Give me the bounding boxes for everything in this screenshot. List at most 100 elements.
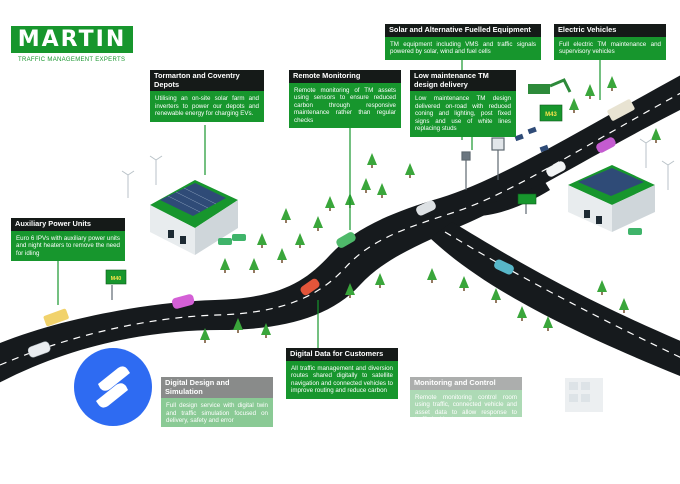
car-purple [596,137,616,153]
monitoring-screens [565,378,603,412]
tree [295,233,305,245]
tree-trunk [261,245,263,248]
card-monitoring-control-title: Monitoring and Control [410,377,522,390]
car-green [336,232,356,248]
simulation-logo-icon [74,348,152,426]
card-auxiliary-power: Auxiliary Power Units Euro 6 IPVs with a… [11,218,125,262]
tree-trunk [299,245,301,248]
tree-trunk [655,140,657,143]
card-auxiliary-power-title: Auxiliary Power Units [11,218,125,231]
tree [543,316,553,328]
tree [585,84,595,96]
card-solar-equipment: Solar and Alternative Fuelled Equipment … [385,24,541,60]
tree-trunk [623,310,625,313]
ev-charging-car-1 [218,238,232,245]
car-white-left [27,341,51,358]
card-remote-monitoring: Remote Monitoring Remote monitoring of T… [289,70,401,129]
tree-trunk [431,280,433,283]
tree [405,163,415,175]
tree [427,268,437,280]
trees [200,76,661,343]
excavator [528,78,572,94]
van-yellow [43,308,69,327]
tree [651,128,661,140]
card-monitoring-control-body: Remote monitoring control room using tra… [415,393,517,417]
tree [200,328,210,340]
tree-trunk [573,110,575,113]
tree-trunk [463,288,465,291]
tree-trunk [237,330,239,333]
card-solar-equipment-title: Solar and Alternative Fuelled Equipment [385,24,541,37]
car-pink [171,294,195,309]
depot-right [568,165,655,232]
car-white-right [546,161,566,177]
card-solar-equipment-body: TM equipment including VMS and traffic s… [390,40,536,56]
tree-trunk [281,260,283,263]
car-red [300,278,320,296]
card-depots-title: Tormarton and Coventry Depots [150,70,264,92]
tree [361,178,371,190]
tree-trunk [317,228,319,231]
tree [281,208,291,220]
ev-charging-car-3 [628,228,642,235]
tree-trunk [495,300,497,303]
sign-m43-label: M43 [545,112,557,118]
card-depots-body: Utilising an on-site solar farm and inve… [155,95,259,118]
tree-trunk [379,285,381,288]
card-digital-data-title: Digital Data for Customers [286,348,398,361]
card-electric-vehicles-body: Full electric TM maintenance and supervi… [559,40,661,56]
tree-trunk [371,165,373,168]
tree-trunk [285,220,287,223]
card-low-maintenance-body: Low maintenance TM design delivered on-r… [415,95,511,133]
tree [607,76,617,88]
card-low-maintenance: Low maintenance TM design delivery Low m… [410,70,516,137]
card-depots: Tormarton and Coventry Depots Utilising … [150,70,264,122]
ev-charging-car-2 [232,234,246,241]
sign-m43: M43 [539,104,563,122]
lane-marking-branch [444,231,680,358]
tree [313,216,323,228]
road-network [0,75,680,383]
tree [459,276,469,288]
tree-trunk [349,295,351,298]
tree [375,273,385,285]
card-auxiliary-power-body: Euro 6 IPVs with auxiliary power units a… [16,234,120,257]
tree-trunk [365,190,367,193]
tree [569,98,579,110]
tree-trunk [547,328,549,331]
card-digital-design-body: Full design service with digital twin an… [166,402,268,425]
card-digital-design-title: Digital Design and Simulation [161,377,273,399]
sign-m40-label: M40 [111,276,122,282]
brand-tagline: TRAFFIC MANAGEMENT EXPERTS [18,57,126,63]
tree [257,233,267,245]
tree [491,288,501,300]
tree [277,248,287,260]
lane-marking-main [0,92,680,366]
main-road [0,75,680,383]
card-remote-monitoring-body: Remote monitoring of TM assets using sen… [294,86,396,124]
card-digital-design: Digital Design and Simulation Full desig… [161,377,273,427]
roadside-equipment [111,137,527,300]
brand-logo: MARTIN [11,26,133,53]
tree-trunk [589,96,591,99]
tree-trunk [224,270,226,273]
tree-trunk [381,195,383,198]
tree [619,298,629,310]
tree-trunk [329,208,331,211]
sign-right-small [517,193,537,205]
wind-turbines [121,138,675,198]
card-digital-data-body: All traffic management and diversion rou… [291,364,393,395]
tree-trunk [204,340,206,343]
tree-trunk [409,175,411,178]
depot-left [150,180,238,255]
card-electric-vehicles: Electric Vehicles Full electric TM maint… [554,24,666,60]
tree [345,283,355,295]
tree-trunk [611,88,613,91]
tree-trunk [601,292,603,295]
tree-trunk [253,270,255,273]
card-digital-data: Digital Data for Customers All traffic m… [286,348,398,399]
tree [220,258,230,270]
card-remote-monitoring-title: Remote Monitoring [289,70,401,83]
tree [377,183,387,195]
